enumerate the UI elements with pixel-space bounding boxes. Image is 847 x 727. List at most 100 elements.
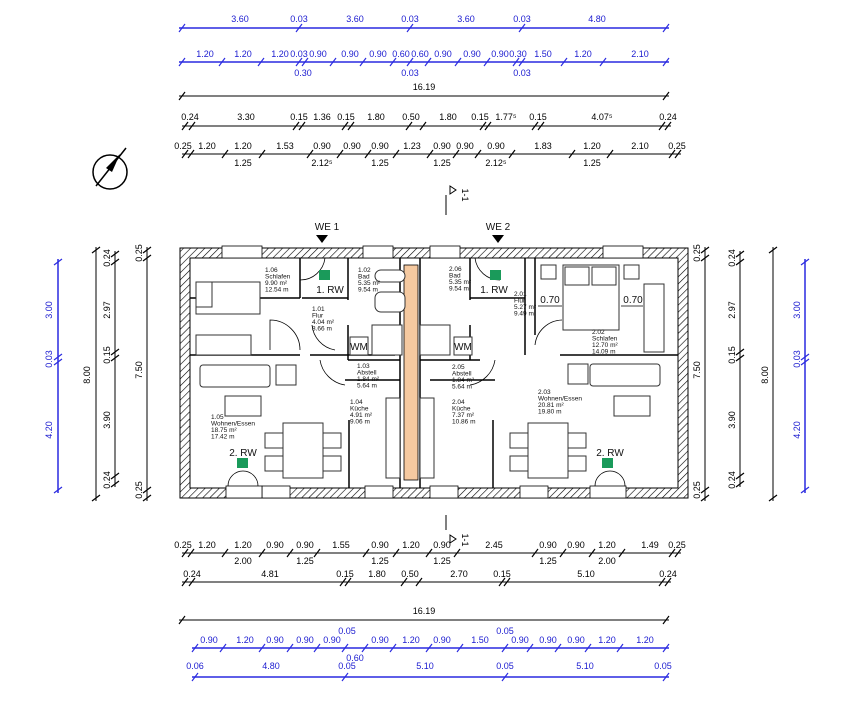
dimension-label: 0.90 <box>491 49 509 59</box>
dimension-label: 0.03 <box>792 350 802 368</box>
unit-label: WE 1 <box>315 222 340 233</box>
dimension-label: 0.90 <box>433 635 451 645</box>
room-name: Abstell <box>452 371 472 378</box>
dimension-label: 2.70 <box>450 569 468 579</box>
dimension-tick <box>110 354 120 362</box>
dimension-lines <box>53 23 810 682</box>
dimension-label: 0.90 <box>343 141 361 151</box>
dimension-label: 2.10 <box>631 141 649 151</box>
dimension-label: 0.90 <box>434 49 452 59</box>
dimension-label: 2.00 <box>234 556 252 566</box>
dimension-label: 0.50 <box>401 569 419 579</box>
dimension-tick <box>662 91 670 101</box>
escape-route-label: 2. RW <box>596 448 624 459</box>
dimension-label: 0.90 <box>487 141 505 151</box>
dimension-tick <box>526 643 534 653</box>
dimension-tick <box>503 577 511 587</box>
dimension-tick <box>364 149 372 159</box>
dimension-label: 0.25 <box>134 481 144 499</box>
dimension-tick <box>674 548 682 558</box>
room-name: Wohnen/Essen <box>538 396 582 403</box>
room-area: 7.37 m² <box>452 412 475 419</box>
dimension-label: 0.30 <box>509 49 527 59</box>
dimension-label: 0.90 <box>200 635 218 645</box>
dimension-tick <box>53 486 63 494</box>
room-area: 4.91 m² <box>350 412 373 419</box>
dimension-label: 2.45 <box>485 540 503 550</box>
washing-machine-label: WM <box>350 342 368 353</box>
room-area: 18.75 m² <box>211 427 237 434</box>
dimension-label: 0.60 <box>346 653 364 663</box>
dimension-tick <box>531 548 539 558</box>
dimension-tick <box>110 480 120 488</box>
north-arrow-icon <box>92 147 128 190</box>
dimension-tick <box>735 354 745 362</box>
dimension-label: 0.90 <box>296 540 314 550</box>
dimension-tick <box>257 57 265 67</box>
room-perim: 5.64 m <box>357 383 377 390</box>
dimension-tick <box>110 472 120 480</box>
dimension-label: 1.20 <box>402 635 420 645</box>
dimension-tick <box>501 643 509 653</box>
room-no: 2.01 <box>514 291 527 298</box>
dimension-label: 0.90 <box>371 635 389 645</box>
dimension-tick <box>406 23 414 33</box>
washing-machine-label: WM <box>454 342 472 353</box>
dimension-tick <box>362 548 370 558</box>
dimension-tick <box>187 548 195 558</box>
dimension-tick <box>406 57 414 67</box>
dimension-label: 0.24 <box>659 569 677 579</box>
dimension-label: 1.20 <box>198 540 216 550</box>
room-no: 2.02 <box>592 329 605 336</box>
dimension-tick <box>606 149 614 159</box>
dimension-tick <box>295 57 303 67</box>
room-area: 5.35 m² <box>358 280 381 287</box>
room-no: 1.06 <box>265 267 278 274</box>
dimension-tick <box>537 121 545 131</box>
dimension-label: 0.90 <box>266 540 284 550</box>
chimney <box>403 264 419 481</box>
dimension-label: 1.20 <box>636 635 654 645</box>
room-name: Küche <box>452 406 471 413</box>
outer-wall <box>179 247 689 499</box>
dimension-tick <box>768 494 778 502</box>
dimension-label: 0.90 <box>296 635 314 645</box>
dimension-tick <box>453 548 461 558</box>
dimension-label: 16.19 <box>413 606 436 616</box>
dimension-label: 0.15 <box>727 346 737 364</box>
dimension-tick <box>452 149 460 159</box>
dimension-tick <box>359 57 367 67</box>
dimension-label: 1.36 <box>313 112 331 122</box>
dimension-label: 0.24 <box>181 112 199 122</box>
dimension-tick <box>286 548 294 558</box>
room-name: Flur <box>514 298 526 305</box>
dimension-tick <box>336 149 344 159</box>
dimension-label: 0.90 <box>371 540 389 550</box>
room-name: Flur <box>312 313 324 320</box>
dimension-label: 1.20 <box>236 635 254 645</box>
dimension-label: 0.24 <box>727 471 737 489</box>
dimension-tick <box>559 548 567 558</box>
dimension-label: 0.15 <box>529 112 547 122</box>
room-name: Bad <box>358 274 370 281</box>
dimension-label: 7.50 <box>134 361 144 379</box>
dimension-label: 0.03 <box>290 14 308 24</box>
dimension-tick <box>479 121 487 131</box>
dimension-tick <box>341 643 349 653</box>
dimension-tick <box>341 121 349 131</box>
room-no: 1.05 <box>211 414 224 421</box>
room-perim: 14.09 m <box>592 349 616 356</box>
dimension-tick <box>426 149 434 159</box>
room-no: 1.02 <box>358 267 371 274</box>
dimension-tick <box>425 548 433 558</box>
dimension-label: 1.80 <box>368 569 386 579</box>
dimension-label: 0.24 <box>183 569 201 579</box>
dimension-label: 0.50 <box>402 112 420 122</box>
dimension-tick <box>668 149 676 159</box>
dimension-tick <box>662 672 670 682</box>
